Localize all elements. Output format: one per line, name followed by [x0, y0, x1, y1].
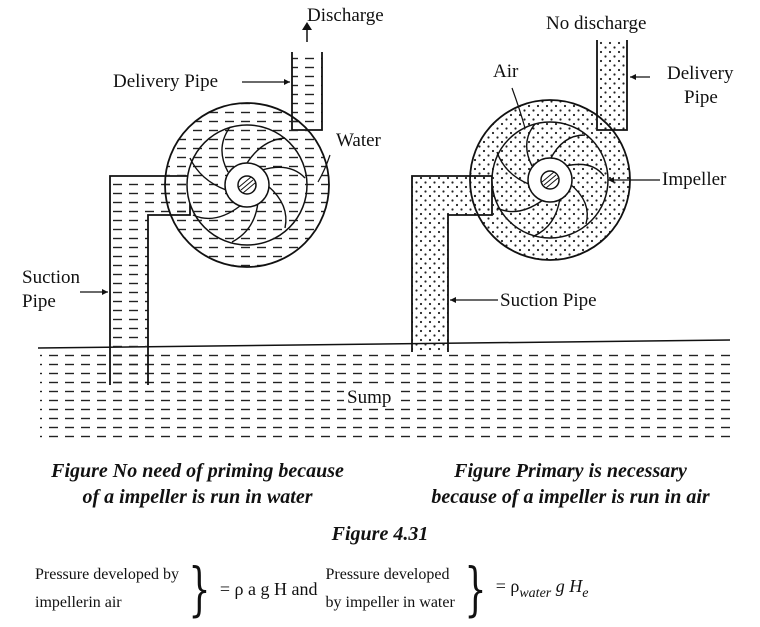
- eq-result-prefix: = ρ: [495, 576, 520, 596]
- equation: Pressure developed by impellerin air } =…: [35, 560, 588, 618]
- right-pump: [411, 40, 660, 352]
- eq-result-sub2: e: [582, 586, 589, 601]
- eq-right-line1: Pressure developed: [325, 566, 450, 583]
- eq-right-line2: by impeller in water: [325, 594, 455, 611]
- eq-result: = ρwater g He: [496, 576, 589, 602]
- left-pump: [80, 22, 331, 385]
- left-delivery-pipe-label: Delivery Pipe: [113, 71, 219, 92]
- right-brace-icon: }: [188, 555, 211, 623]
- left-caption-line2: of a impeller is run in water: [82, 486, 313, 508]
- right-delivery-pipe-label-line2: Pipe: [684, 87, 718, 108]
- eq-result-suffix: g H: [551, 576, 583, 596]
- right-brace-icon-2: }: [464, 555, 487, 623]
- eq-middle: = ρ a g H and: [219, 578, 318, 599]
- impeller-label: Impeller: [662, 169, 727, 190]
- right-caption-line2: because of a impeller is run in air: [431, 486, 710, 508]
- water-label: Water: [336, 130, 381, 151]
- eq-result-sub: water: [519, 586, 552, 601]
- right-delivery-pipe-label-line1: Delivery: [667, 63, 734, 84]
- right-suction-pipe-label: Suction Pipe: [500, 290, 597, 311]
- sump-label: Sump: [344, 388, 395, 407]
- figure-number: Figure 4.31: [331, 523, 429, 545]
- left-caption-line1: Figure No need of priming because: [51, 460, 344, 482]
- eq-left-line1: Pressure developed by: [35, 566, 179, 583]
- eq-left-line2: impellerin air: [35, 594, 122, 611]
- left-caption: Figure No need of priming because of a i…: [25, 458, 370, 510]
- suction-pipe-label-line1: Suction: [22, 267, 81, 288]
- right-caption: Figure Primary is necessary because of a…: [398, 458, 743, 510]
- suction-pipe-label-line2: Pipe: [22, 291, 56, 312]
- right-caption-line1: Figure Primary is necessary: [454, 460, 687, 482]
- discharge-label: Discharge: [307, 5, 384, 26]
- no-discharge-label: No discharge: [546, 13, 647, 34]
- air-label: Air: [493, 61, 519, 82]
